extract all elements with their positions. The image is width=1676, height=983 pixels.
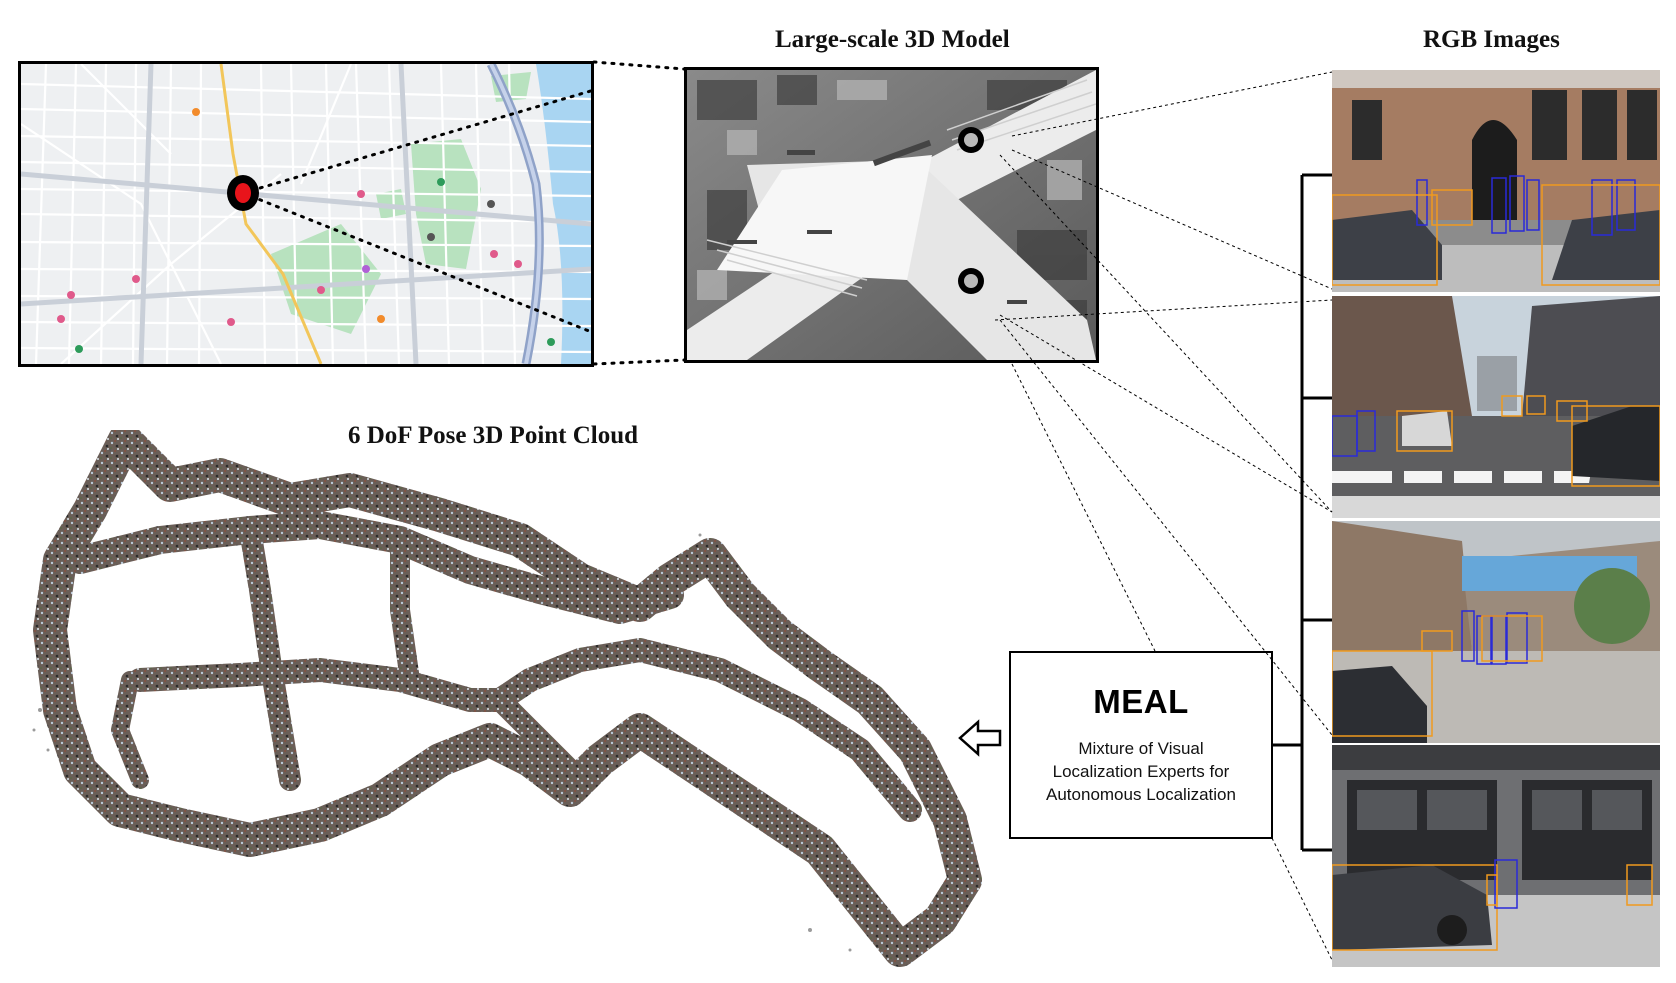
rgb-image-2 xyxy=(1332,296,1660,518)
street-map xyxy=(18,61,594,367)
3d-model-drawing xyxy=(687,70,1096,360)
rgb-image-1 xyxy=(1332,70,1660,292)
point-cloud-title: 6 DoF Pose 3D Point Cloud xyxy=(348,422,639,449)
large-scale-3d-model-view xyxy=(684,67,1099,363)
meal-description: Mixture of Visual Localization Experts f… xyxy=(1011,737,1271,806)
meal-title: MEAL xyxy=(1093,683,1189,720)
ring-marker-icon xyxy=(958,127,984,153)
rgb-image-4 xyxy=(1332,745,1660,967)
point-cloud-visualization xyxy=(20,430,1000,980)
meal-description-line: Mixture of Visual xyxy=(1078,739,1204,758)
rgb-image-3 xyxy=(1332,521,1660,743)
point-cloud-drawing xyxy=(32,430,982,967)
ring-marker-icon xyxy=(958,268,984,294)
model-title: Large-scale 3D Model xyxy=(775,26,1010,53)
meal-description-line: Localization Experts for xyxy=(1052,762,1230,781)
map-drawing xyxy=(21,64,591,364)
rgb-title: RGB Images xyxy=(1423,26,1560,53)
meal-description-line: Autonomous Localization xyxy=(1046,785,1236,804)
meal-module-box: MEAL Mixture of Visual Localization Expe… xyxy=(1009,651,1273,839)
